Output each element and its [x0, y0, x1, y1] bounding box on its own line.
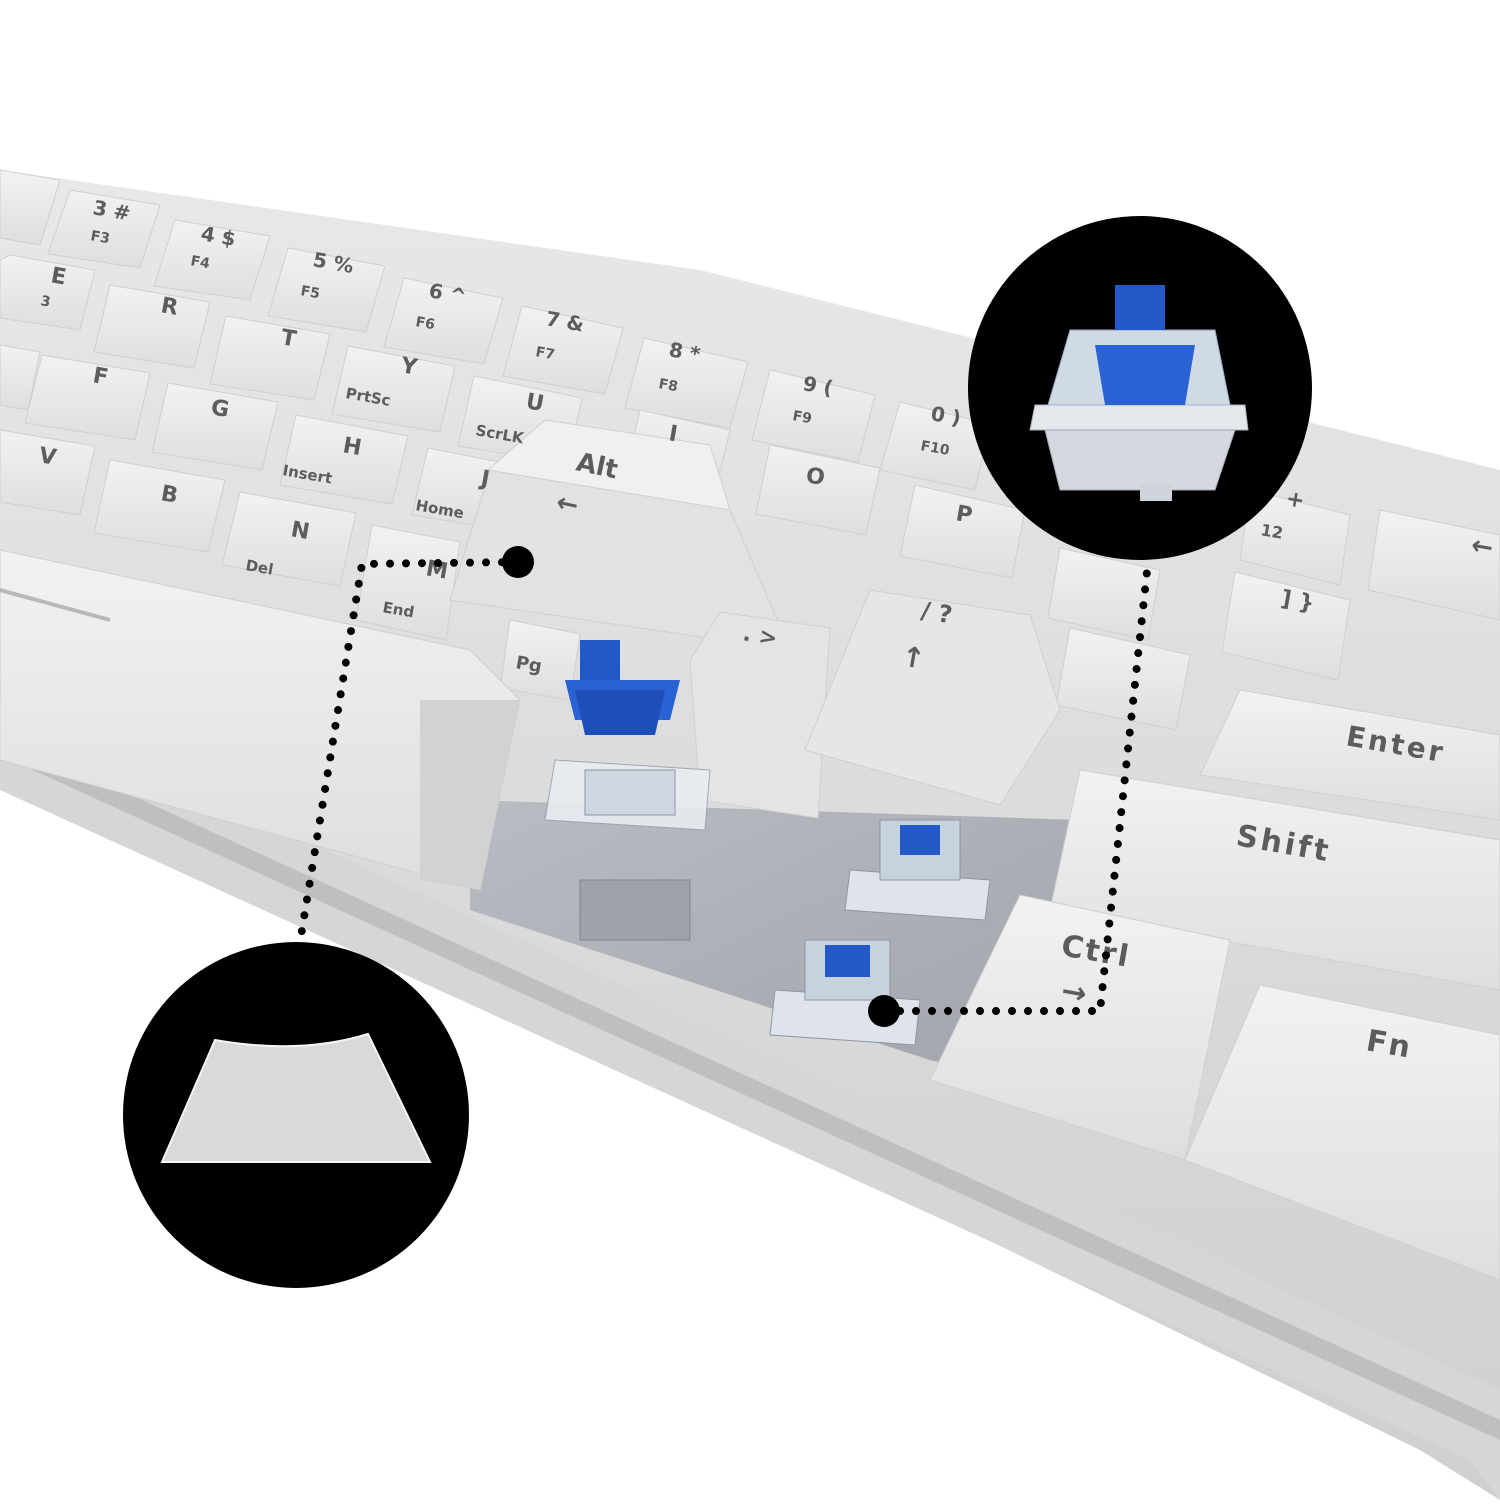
legend-5-sub: F5 [299, 283, 321, 302]
key-bracket [1221, 571, 1351, 681]
home-row [0, 344, 1191, 731]
legend-e: E [49, 263, 68, 290]
shift-key [1049, 769, 1500, 991]
spacebar-line [0, 588, 111, 622]
legend-7-sub: F7 [534, 344, 556, 363]
legend-4-sub: F4 [189, 253, 211, 272]
qwerty-row [0, 254, 1500, 681]
legend-9-sub: F9 [791, 408, 813, 427]
legend-m-sub: End [381, 598, 415, 621]
legend-plus: + [1284, 486, 1306, 514]
spacebar-front [420, 700, 520, 890]
key-t [209, 315, 331, 401]
bottom-letter-row [0, 429, 581, 701]
alt-keycap-floating [449, 419, 791, 651]
legend-v: V [37, 443, 58, 471]
legend-h: H [341, 433, 363, 461]
floating-blue-stem [565, 640, 680, 735]
legend-8-sub: F8 [657, 376, 679, 395]
empty-switch-socket [579, 879, 691, 941]
legend-pg: Pg [514, 652, 543, 677]
legend-6-sub: F6 [414, 314, 436, 333]
leader-keycap [296, 558, 522, 946]
key-g [151, 382, 279, 471]
blue-switch-zoom [1029, 285, 1249, 501]
key-m [355, 524, 461, 641]
leader-dot-keycap [502, 546, 534, 578]
key-7 [502, 305, 624, 395]
legend-9: 9 ( [801, 371, 835, 400]
legend-o: O [804, 463, 827, 491]
key-semicolon [1047, 547, 1161, 641]
legend-slash: / ? [919, 596, 954, 629]
key-4 [153, 219, 271, 301]
legend-0: 0 ) [929, 401, 963, 430]
legend-r: R [159, 293, 180, 321]
enter-key [1199, 689, 1500, 821]
key-5 [267, 247, 386, 333]
legend-bracket: ] } [1279, 586, 1316, 616]
legend-8: 8 * [667, 337, 703, 366]
switch-callout [968, 216, 1312, 560]
legend-b: B [159, 481, 180, 509]
legend-slash-sub: ↑ [899, 639, 928, 676]
fn-key [1184, 984, 1500, 1281]
legend-backspace: ← [1469, 530, 1496, 563]
dotted-leaders [296, 546, 1152, 1027]
legend-n-sub: Del [244, 556, 274, 579]
legend-t: T [279, 325, 298, 352]
legend-ctrl-sub: → [1059, 973, 1090, 1012]
legend-plus-sub: 12 [1259, 520, 1284, 543]
key-2 [0, 169, 61, 246]
legend-period: . > [741, 621, 779, 652]
clear-switch-housing [544, 759, 711, 831]
key-o [755, 444, 881, 536]
key-plus [1239, 489, 1351, 586]
legend-u: U [524, 389, 546, 417]
key-quote [1055, 627, 1191, 731]
slash-keycap [804, 589, 1061, 806]
legend-p: P [954, 501, 974, 528]
key-backspace [1367, 509, 1500, 621]
key-r [93, 284, 211, 369]
blue-switch-1 [844, 819, 991, 921]
key-f [24, 354, 151, 441]
key-3 [47, 189, 161, 269]
key-0 [879, 401, 991, 491]
key-p [899, 484, 1026, 579]
legend-3-sub: F3 [89, 228, 111, 247]
leader-dot-switch [868, 995, 900, 1027]
legend-f: F [91, 363, 110, 390]
legend-e-sub: 3 [39, 293, 51, 310]
legend-n: N [289, 517, 311, 545]
keyboard-front-edge [0, 700, 1500, 1500]
legend-g: G [209, 395, 231, 423]
key-v [0, 429, 96, 516]
key-b [93, 459, 226, 553]
number-row [0, 169, 1351, 586]
key-h [279, 414, 409, 505]
key-n [221, 491, 357, 587]
legend-y: Y [398, 353, 420, 381]
legend-4: 4 $ [199, 221, 237, 251]
keycap-profile-callout [123, 942, 469, 1288]
key-rows [0, 169, 1500, 891]
legend-fn: Fn [1364, 1023, 1415, 1065]
key-8 [624, 337, 749, 429]
key-e [0, 254, 96, 331]
key-y [331, 345, 456, 433]
key-9 [751, 369, 876, 463]
keyboard-front-lip [0, 735, 1500, 1440]
key-6 [383, 277, 504, 365]
legend-0-sub: F10 [919, 438, 951, 459]
keycap-profile-shape [160, 1032, 432, 1163]
